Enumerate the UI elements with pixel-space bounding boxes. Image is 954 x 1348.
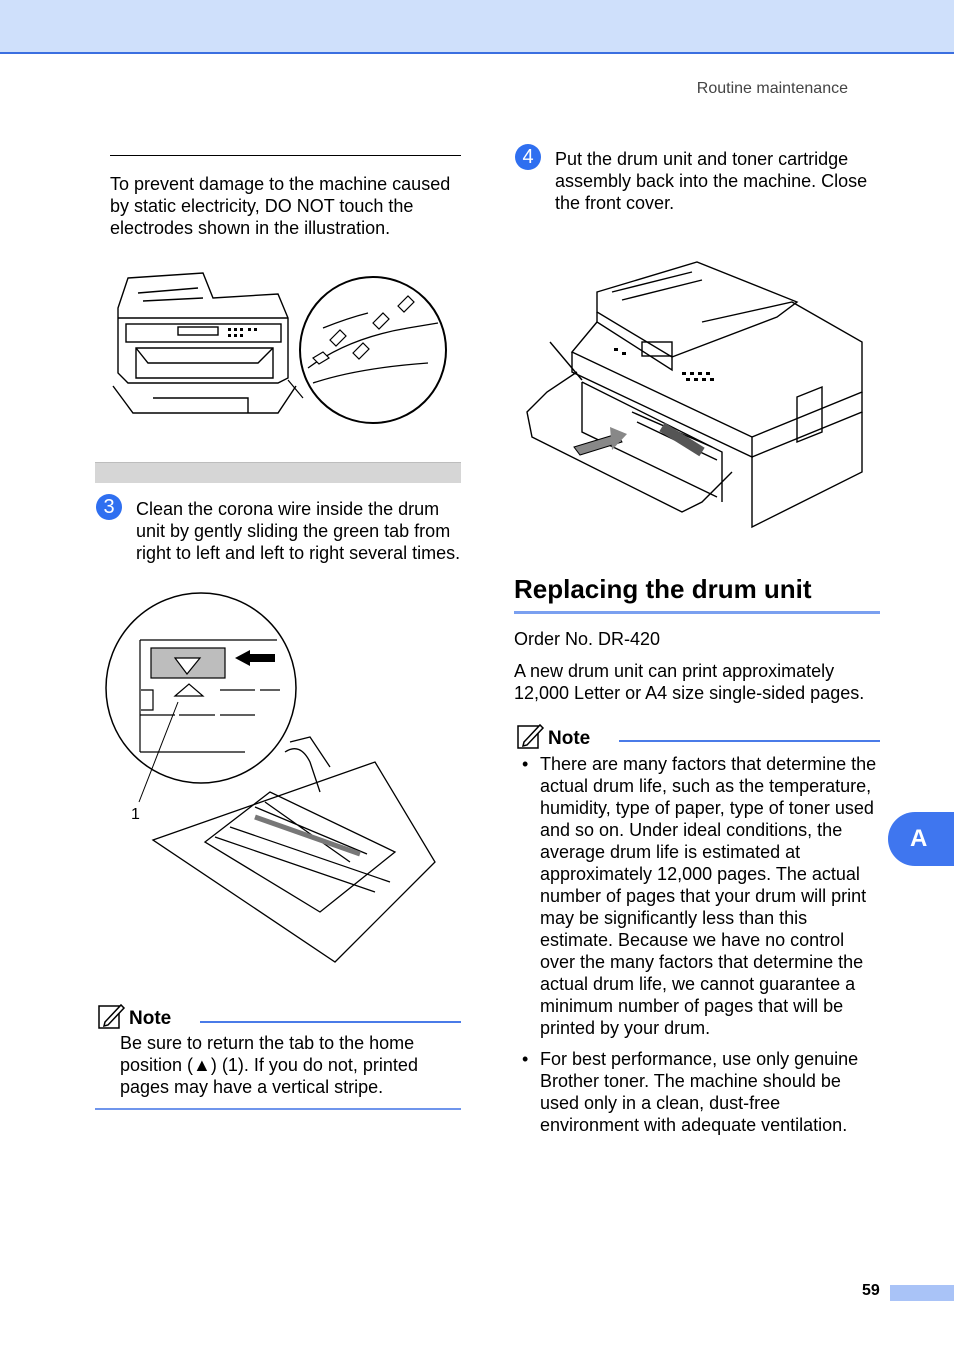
callout-number: 1 [131,806,140,823]
pencil-note-icon [517,723,545,749]
reinstall-drum-illustration [526,261,863,529]
step-number-icon: 3 [96,494,122,520]
bullet-text: For best performance, use only genuine B… [540,1049,859,1135]
bullet-text: There are many factors that determine th… [540,754,877,1038]
page-number-tab [890,1285,954,1301]
page-number: 59 [862,1282,880,1299]
section-title: Replacing the drum unit [514,574,812,604]
machine-electrodes-illustration [112,272,447,424]
step-number-icon: 4 [515,144,541,170]
step4-text: Put the drum unit and toner cartridge as… [555,149,868,213]
step3-text: Clean the corona wire inside the drum un… [136,499,461,563]
note-heading: Note [97,1000,171,1030]
note-title-rule [200,1021,461,1023]
list-item: •There are many factors that determine t… [522,754,877,1038]
note-title-rule [619,740,880,742]
note-bullet-list: •There are many factors that determine t… [514,753,882,1145]
note-title: Note [129,1008,172,1029]
note-title: Note [548,728,591,749]
corona-wire-illustration: 1 [105,592,436,963]
note-text: Be sure to return the tab to the home po… [120,1033,418,1097]
appendix-side-tab: A [888,812,954,866]
pencil-note-icon [98,1003,126,1029]
note-bottom-rule [95,1108,461,1110]
caution-text: To prevent damage to the machine caused … [110,174,451,238]
top-header-bar [0,0,954,54]
running-head: Routine maintenance [696,80,848,97]
note-heading: Note [516,720,590,750]
drum-intro: A new drum unit can print approximately … [514,661,865,703]
caution-top-rule [110,155,461,156]
caution-bottom-bar [95,462,461,483]
section-title-rule [514,611,880,614]
order-number: Order No. DR-420 [514,629,661,649]
list-item: •For best performance, use only genuine … [522,1049,859,1135]
